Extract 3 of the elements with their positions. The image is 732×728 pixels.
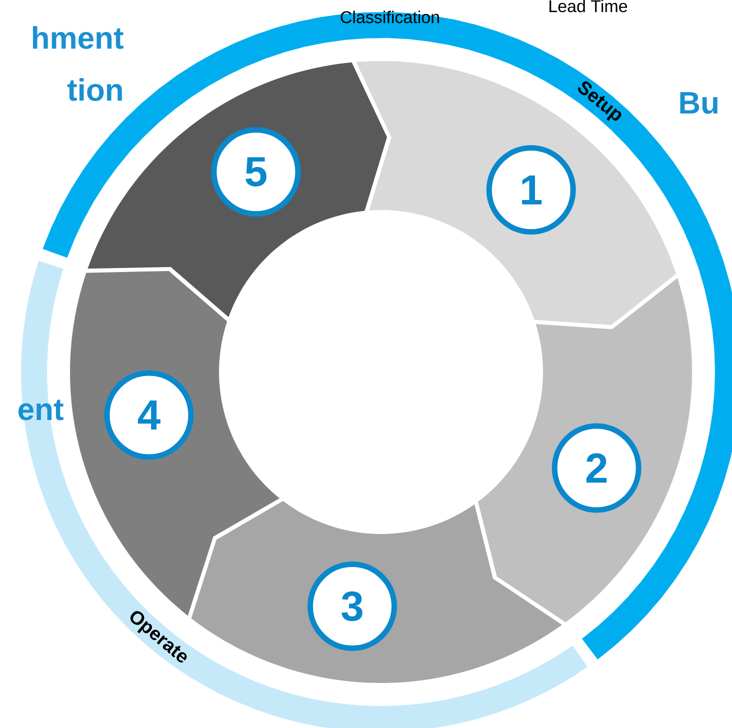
text-label: Classification (340, 10, 439, 24)
heading-text: Bu (680, 92, 718, 114)
text-label: Lead Time (550, 0, 628, 12)
